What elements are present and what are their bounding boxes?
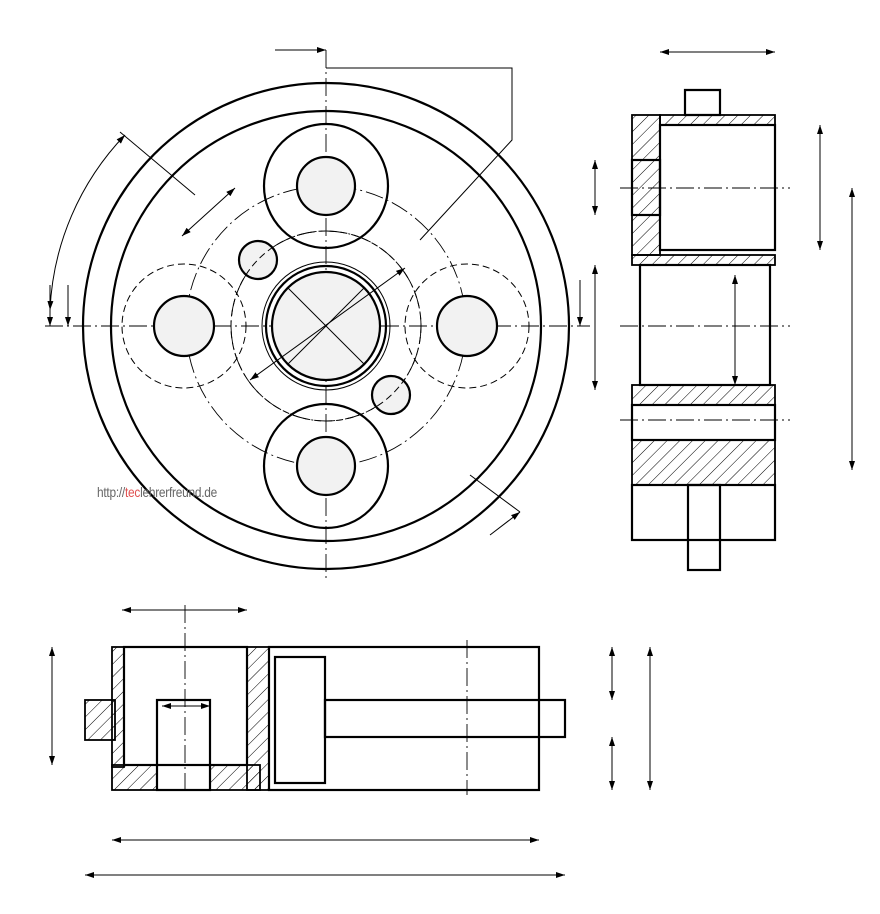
top-hole <box>295 155 357 217</box>
side-section-view <box>592 49 855 572</box>
hub-hidden <box>230 230 422 422</box>
bore-diameter-dimension <box>249 267 406 381</box>
watermark-highlight: tec <box>124 484 141 500</box>
watermark-prefix: http:// <box>97 484 125 500</box>
small-hole-upper-left <box>237 239 279 281</box>
bottom-boss <box>262 402 390 530</box>
left-hidden-boss <box>121 263 247 389</box>
watermark-logo: http://teclehrerfreund.de <box>97 484 217 500</box>
right-hole <box>435 294 499 358</box>
front-view <box>45 47 590 580</box>
bottom-hole <box>295 435 357 497</box>
bottom-section-view <box>49 605 653 878</box>
angle-dimension <box>47 134 126 311</box>
right-hidden-boss <box>404 263 530 389</box>
watermark-suffix: lehrerfreund.de <box>140 484 217 500</box>
top-boss <box>262 122 390 250</box>
left-hole <box>152 294 216 358</box>
